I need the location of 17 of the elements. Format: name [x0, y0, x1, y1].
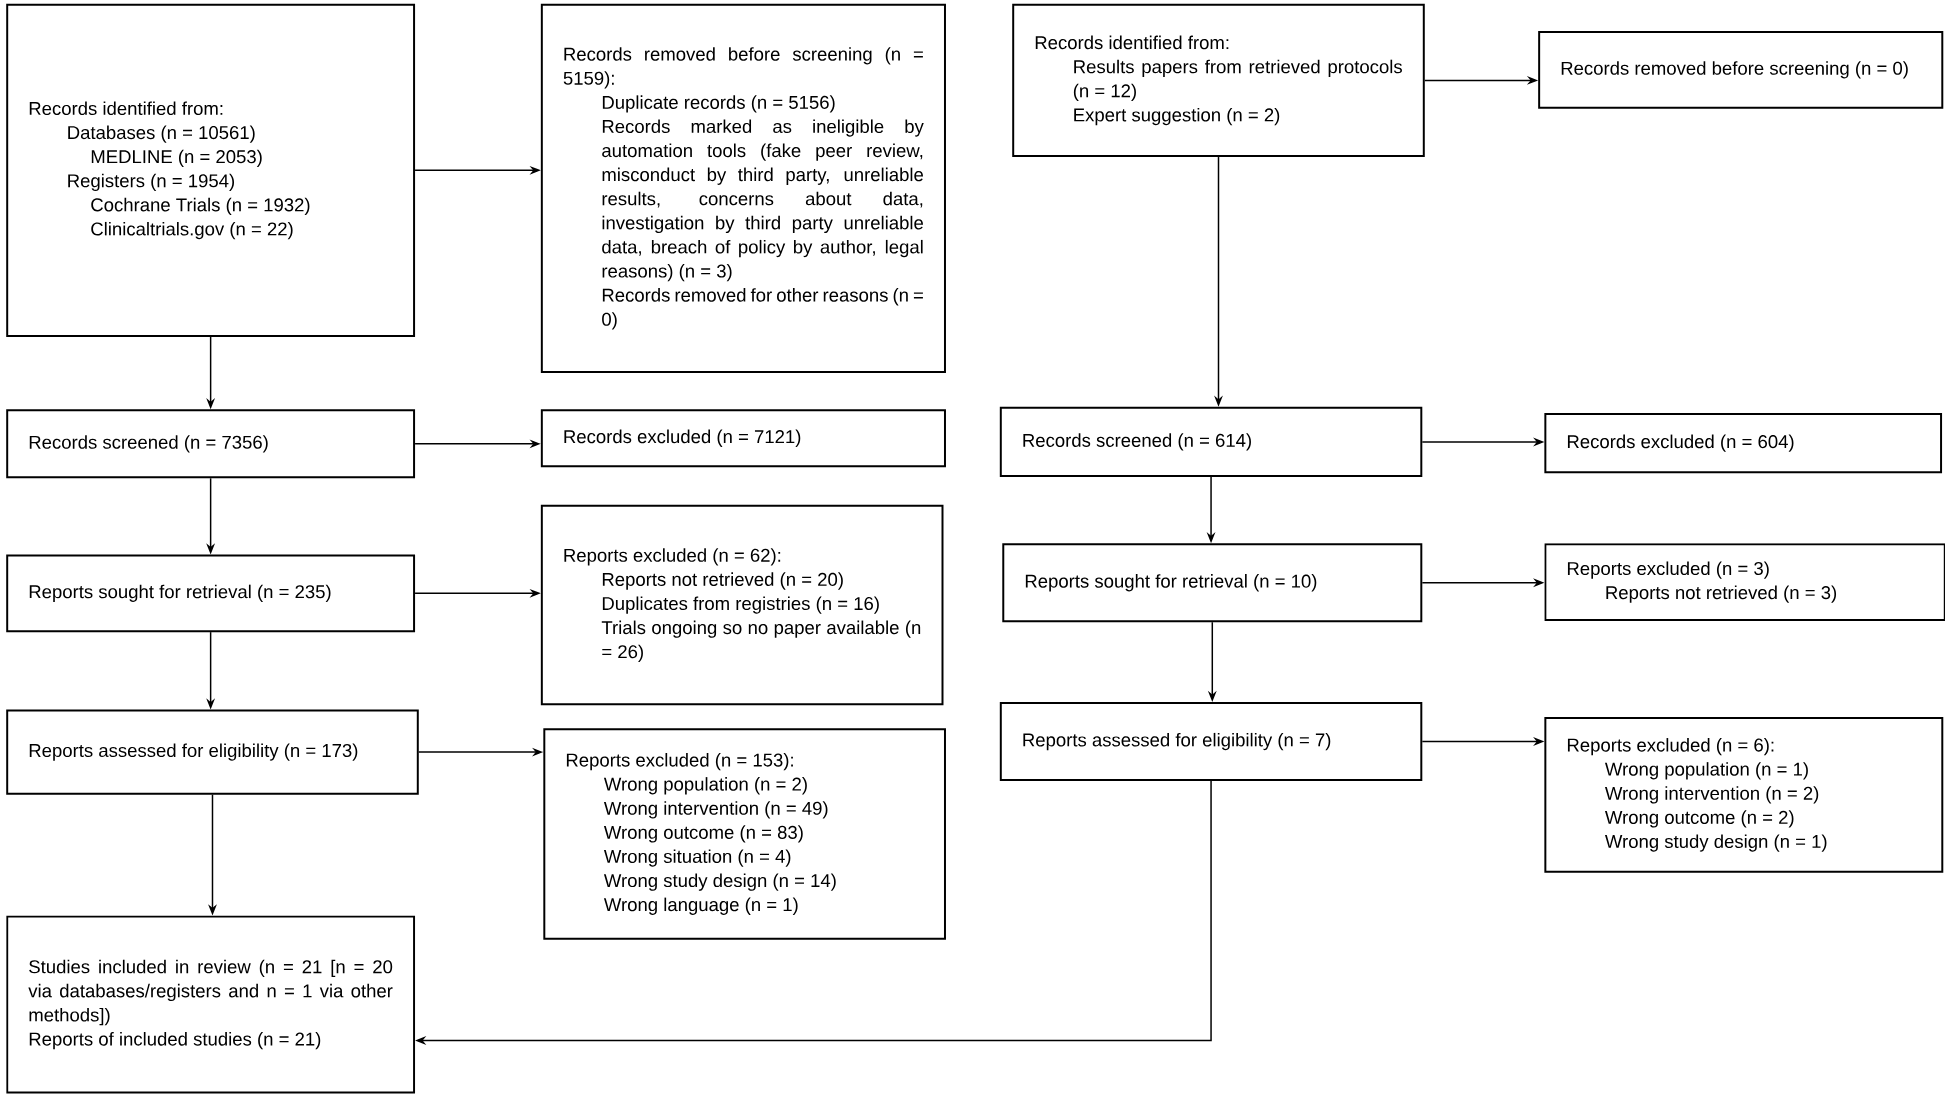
process-box: Records removed before screening (n = 0): [1538, 31, 1944, 109]
process-box: Reports sought for retrieval (n = 10): [1002, 543, 1423, 623]
process-box: Records identified from: Results papers from retrieved protocols (n = 12) Expert suggestion (n = 2): [1012, 3, 1425, 157]
process-box: Studies included in review (n = 21 [n = 20 via databases/registers and n = 1 via other methods]) Reports of included studies (n = 21): [6, 915, 416, 1094]
process-box: Reports excluded (n = 153): Wrong population (n = 2) Wrong intervention (n = 49) Wrong outcome (n = 83) Wrong situation (n = 4) Wrong study design (n = 14) Wrong language (n = 1): [543, 728, 946, 940]
process-box: Records identified from: Databases (n = 10561) MEDLINE (n = 2053) Registers (n = 1954) Cochrane Trials (n = 1932) Clinicaltrials.gov (n = 22): [6, 3, 416, 337]
process-box: Records screened (n = 614): [999, 406, 1423, 478]
process-box: Records excluded (n = 604): [1544, 413, 1943, 474]
process-box: Reports excluded (n = 6): Wrong population (n = 1) Wrong intervention (n = 2) Wrong outcome (n = 2) Wrong study design (n = 1): [1544, 716, 1944, 873]
process-box: Records removed before screening (n = 5159): Duplicate records (n = 5156) Records marked as ineligible by automation tools (fake peer review, misconduct by third party, unreliable results, concerns about data, investigation by third party unreliable data, breach of policy by author, legal reasons) (n = 3) Records removed for other reasons (n = 0): [540, 3, 946, 373]
process-box: Records screened (n = 7356): [6, 409, 416, 479]
process-box: Reports excluded (n = 3) Reports not retrieved (n = 3): [1544, 543, 1945, 621]
process-box: Reports sought for retrieval (n = 235): [6, 554, 416, 633]
process-box: Reports assessed for eligibility (n = 173): [6, 709, 419, 795]
process-box: Reports assessed for eligibility (n = 7): [999, 702, 1423, 781]
process-box: Reports excluded (n = 62): Reports not retrieved (n = 20) Duplicates from registries (n = 16) Trials ongoing so no paper available (n = 26): [540, 504, 944, 706]
process-box: Records excluded (n = 7121): [540, 409, 946, 468]
